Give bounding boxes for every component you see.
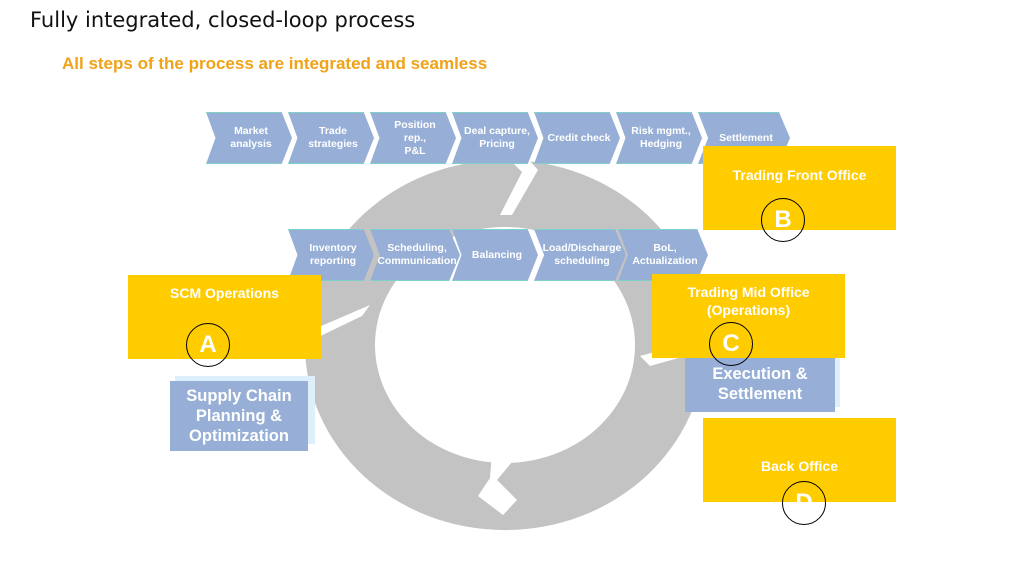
step-label: Position rep., P&L bbox=[394, 118, 436, 157]
step-label: Deal capture, Pricing bbox=[464, 125, 530, 150]
front-office-label: Trading Front Office bbox=[732, 167, 867, 183]
letter-c-circle: C bbox=[709, 322, 753, 366]
execution-settlement-label: Execution & Settlement bbox=[712, 365, 808, 403]
back-office-box: Back Office D bbox=[703, 418, 896, 525]
step-label: Trade strategies bbox=[308, 125, 358, 150]
letter-d-circle: D bbox=[782, 481, 826, 525]
step-deal-capture: Deal capture, Pricing bbox=[452, 112, 538, 164]
mid-office-label: Trading Mid Office (Operations) bbox=[687, 284, 810, 318]
step-label: Scheduling, Communication bbox=[377, 242, 457, 267]
step-inventory-reporting: Inventory reporting bbox=[288, 229, 374, 281]
step-position-reporting: Position rep., P&L bbox=[370, 112, 456, 164]
scm-operations-box: SCM Operations A bbox=[128, 275, 321, 367]
front-office-box: Trading Front Office B bbox=[703, 146, 896, 242]
back-office-label: Back Office bbox=[760, 458, 839, 474]
letter-b: B bbox=[774, 206, 792, 233]
letter-d: D bbox=[795, 489, 813, 516]
step-label: Market analysis bbox=[230, 125, 272, 150]
step-label: Credit check bbox=[547, 131, 611, 144]
execution-settlement-box: Execution & Settlement bbox=[685, 356, 835, 412]
cycle-ring-arc bbox=[304, 150, 705, 531]
step-label: Risk mgmt., Hedging bbox=[631, 125, 691, 150]
step-bol-actualization: BoL, Actualization bbox=[618, 229, 708, 281]
step-label: Settlement bbox=[719, 131, 773, 144]
letter-b-circle: B bbox=[761, 198, 805, 242]
step-label: Load/Discharge scheduling bbox=[542, 242, 622, 267]
step-risk-management: Risk mgmt., Hedging bbox=[616, 112, 702, 164]
step-scheduling: Scheduling, Communication bbox=[370, 229, 460, 281]
step-credit-check: Credit check bbox=[534, 112, 620, 164]
step-load-discharge: Load/Discharge scheduling bbox=[534, 229, 626, 281]
letter-c: C bbox=[722, 330, 740, 357]
supply-chain-planning-label: Supply Chain Planning & Optimization bbox=[186, 387, 292, 445]
scm-operations-label: SCM Operations bbox=[170, 285, 279, 301]
letter-a: A bbox=[199, 331, 217, 358]
page-title: Fully integrated, closed-loop process bbox=[30, 8, 416, 32]
step-label: BoL, Actualization bbox=[632, 242, 698, 267]
page-subtitle: All steps of the process are integrated … bbox=[62, 54, 488, 73]
step-market-analysis: Market analysis bbox=[206, 112, 292, 164]
supply-chain-planning-box: Supply Chain Planning & Optimization bbox=[170, 381, 308, 451]
letter-a-circle: A bbox=[186, 323, 230, 367]
mid-office-box: Trading Mid Office (Operations) C bbox=[652, 274, 845, 366]
step-balancing: Balancing bbox=[452, 229, 538, 281]
step-label: Inventory reporting bbox=[309, 242, 357, 267]
step-label: Balancing bbox=[471, 248, 523, 261]
step-trade-strategies: Trade strategies bbox=[288, 112, 374, 164]
